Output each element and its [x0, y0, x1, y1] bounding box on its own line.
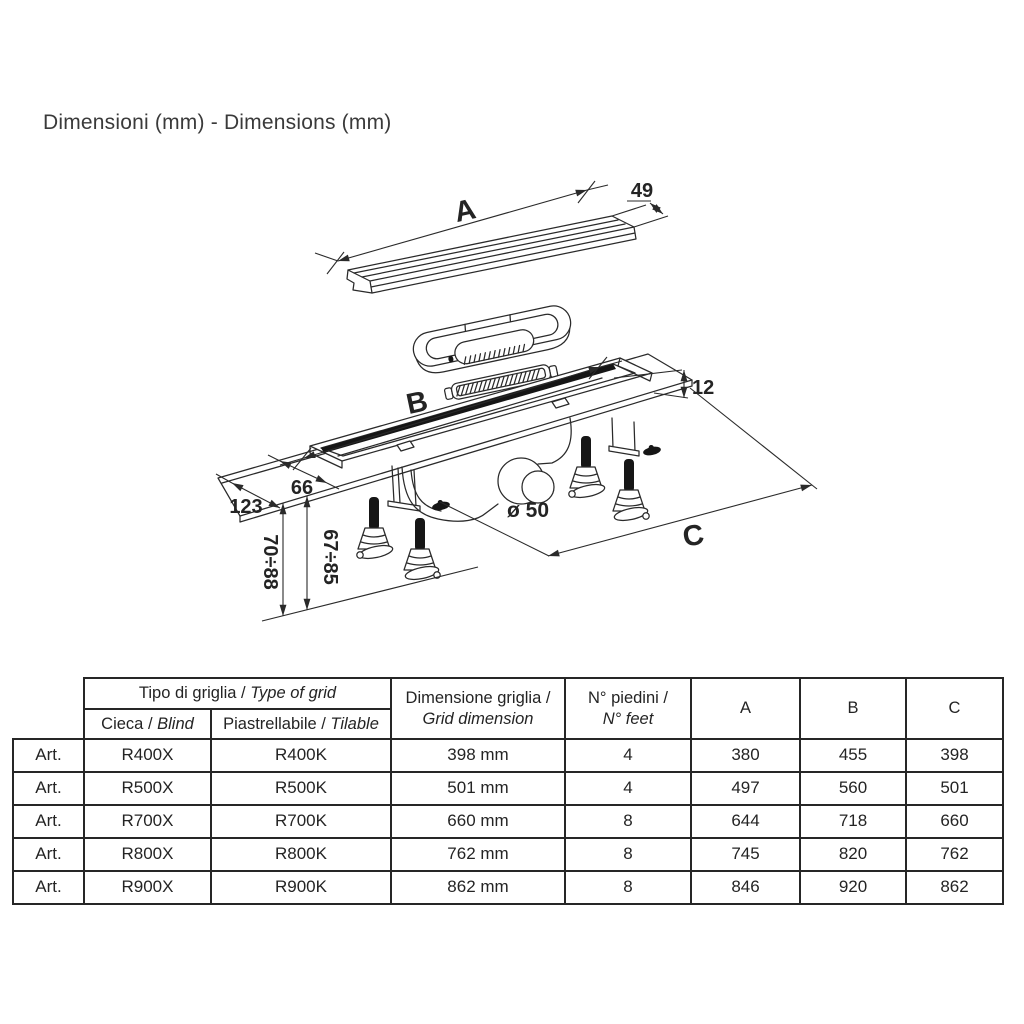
table-cell: R700K	[210, 804, 392, 839]
table-cell: 762	[905, 837, 1004, 872]
dim-label-12: 12	[692, 377, 714, 399]
header-tilable: Piastrellabile / Tilable	[210, 708, 392, 740]
header-tilable-it: Piastrellabile /	[223, 714, 331, 733]
table-cell: 846	[690, 870, 801, 905]
siphon-cover-part	[412, 305, 572, 374]
header-feet-it: N° piedini /	[588, 689, 668, 708]
table-cell: Art.	[12, 837, 85, 872]
table-cell: 644	[690, 804, 801, 839]
dimension-67-85: 67÷85	[303, 495, 341, 611]
table-cell: 497	[690, 771, 801, 806]
dim-label-c: C	[680, 519, 706, 554]
header-blind-it: Cieca /	[101, 714, 158, 733]
table-cell: 745	[690, 837, 801, 872]
header-grid-dimension-en: Grid dimension	[422, 709, 534, 728]
header-col-a: A	[690, 677, 801, 740]
table-cell: 920	[799, 870, 907, 905]
dim-label-67-85: 67÷85	[319, 529, 341, 584]
technical-diagram: A 49	[215, 180, 818, 622]
table-row: Art. R900X R900K 862 mm 8 846 920 862	[12, 870, 1004, 905]
header-feet: N° piedini / N° feet	[564, 677, 692, 740]
header-grid-type: Tipo di griglia / Type of grid	[83, 677, 392, 710]
dimension-a: A	[314, 180, 609, 275]
header-blind-en: Blind	[157, 714, 194, 733]
table-cell: 8	[564, 870, 692, 905]
table-header-row: Cieca / Blind Piastrellabile / Tilable	[13, 708, 1003, 740]
dimension-49: 49	[611, 180, 669, 228]
dim-label-49: 49	[631, 180, 653, 202]
table-cell: 455	[799, 738, 907, 773]
table-cell: R400K	[210, 738, 392, 773]
table-cell: Art.	[12, 870, 85, 905]
header-tilable-en: Tilable	[330, 714, 379, 733]
table-cell: 398 mm	[390, 738, 566, 773]
dim-label-70-88: 70÷88	[259, 534, 281, 589]
adjustable-foot	[403, 518, 441, 581]
table-cell: 501 mm	[390, 771, 566, 806]
header-grid-type-en: Type of grid	[250, 684, 337, 703]
dim-label-66: 66	[291, 477, 313, 499]
header-col-c: C	[905, 677, 1004, 740]
dimension-66: 66	[267, 454, 340, 499]
grid-cover-part	[346, 215, 637, 294]
header-grid-dimension-it: Dimensione griglia /	[405, 689, 551, 708]
wing-nut	[643, 444, 661, 456]
table-cell: R700X	[83, 804, 212, 839]
table-cell: 660	[905, 804, 1004, 839]
dimension-123: 123	[215, 473, 281, 518]
table-cell: R900K	[210, 870, 392, 905]
adjustable-foot	[356, 497, 394, 560]
table-header-row: Tipo di griglia / Type of grid Dimension…	[13, 677, 1004, 740]
adjustable-foot	[612, 459, 650, 522]
table-cell: 4	[564, 771, 692, 806]
table-cell: 862	[905, 870, 1004, 905]
table-cell: 4	[564, 738, 692, 773]
dimension-c: C	[261, 387, 818, 622]
table-cell: R900X	[83, 870, 212, 905]
table-cell: 8	[564, 804, 692, 839]
dimensions-table: Tipo di griglia / Type of grid Dimension…	[12, 677, 1004, 905]
dim-label-a: A	[452, 193, 479, 229]
page-title: Dimensioni (mm) - Dimensions (mm)	[43, 111, 392, 134]
adjustable-foot	[568, 436, 606, 499]
table-row: Art. R800X R800K 762 mm 8 745 820 762	[12, 837, 1004, 872]
table-row: Art. R500X R500K 501 mm 4 497 560 501	[12, 771, 1004, 806]
header-feet-en: N° feet	[602, 709, 654, 728]
header-grid-dimension: Dimensione griglia / Grid dimension	[390, 677, 566, 740]
table-cell: 8	[564, 837, 692, 872]
table-cell: 560	[799, 771, 907, 806]
table-header-empty-cell	[13, 678, 84, 739]
table-row: Art. R400X R400K 398 mm 4 380 455 398	[12, 738, 1004, 773]
table-cell: R500X	[83, 771, 212, 806]
dim-label-diameter-50: ø 50	[507, 499, 549, 522]
header-grid-type-it: Tipo di griglia /	[138, 684, 251, 703]
table-cell: 762 mm	[390, 837, 566, 872]
dim-label-123: 123	[229, 496, 262, 518]
table-cell: 398	[905, 738, 1004, 773]
header-blind: Cieca / Blind	[83, 708, 212, 740]
table-cell: 660 mm	[390, 804, 566, 839]
table-cell: R800X	[83, 837, 212, 872]
dimension-70-88: 70÷88	[259, 502, 287, 617]
table-cell: 862 mm	[390, 870, 566, 905]
dim-label-b: B	[404, 385, 431, 421]
table-cell: 820	[799, 837, 907, 872]
table-cell: 501	[905, 771, 1004, 806]
table-cell: R800K	[210, 837, 392, 872]
table-cell: 718	[799, 804, 907, 839]
table-cell: R500K	[210, 771, 392, 806]
wing-nut	[432, 499, 450, 511]
table-row: Art. R700X R700K 660 mm 8 644 718 660	[12, 804, 1004, 839]
table-cell: Art.	[12, 738, 85, 773]
table-cell: Art.	[12, 771, 85, 806]
table-cell: R400X	[83, 738, 212, 773]
table-cell: 380	[690, 738, 801, 773]
table-cell: Art.	[12, 804, 85, 839]
header-col-b: B	[799, 677, 907, 740]
